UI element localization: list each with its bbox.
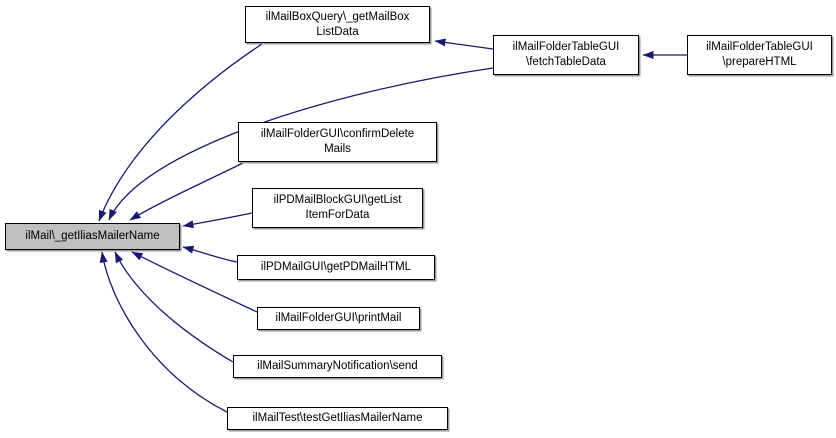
edge-send-to-getiliasmailername <box>114 251 234 363</box>
edge-confirmdeletemails-to-getiliasmailername <box>129 162 244 221</box>
node-label: \prepareHTML <box>722 56 797 68</box>
edge-getpdmailhtml-to-getiliasmailername <box>182 245 238 263</box>
node-ilmailsummarynotification-send[interactable]: ilMailSummaryNotification\send <box>233 355 442 378</box>
edge-getmailboxlistdata-to-getiliasmailername <box>98 43 263 222</box>
node-label: ilMailFolderTableGUI <box>706 41 813 53</box>
edge-fetchtabledata-to-getmailboxlistdata <box>434 38 494 50</box>
node-label: ilMailSummaryNotification\send <box>257 360 418 372</box>
edge-testgetiliasmailername-to-getiliasmailername <box>99 251 228 413</box>
node-label: ilMail\_getIliasMailerName <box>25 230 160 242</box>
node-ilpdmailgui-getpdmailhtml[interactable]: ilPDMailGUI\getPDMailHTML <box>237 255 435 280</box>
node-label: ilPDMailBlockGUI\getList <box>273 194 402 206</box>
node-ilmailfoldergui-confirmdeletemails[interactable]: ilMailFolderGUI\confirmDelete Mails <box>238 122 437 162</box>
node-label: Mails <box>324 143 351 155</box>
node-label: ItemForData <box>305 209 370 221</box>
node-ilmailfoldergui-printmail[interactable]: ilMailFolderGUI\printMail <box>257 307 420 330</box>
node-label: ilMailTest\testGetIliasMailerName <box>252 412 423 424</box>
edge-getlistitemfordata-to-getiliasmailername <box>182 212 253 229</box>
node-label: ilPDMailGUI\getPDMailHTML <box>260 261 412 273</box>
node-label: \fetchTableData <box>526 56 606 68</box>
node-label: ilMailFolderTableGUI <box>512 41 620 53</box>
node-label: ilMailBoxQuery\_getMailBox <box>265 10 410 23</box>
node-label: ilMailFolderGUI\printMail <box>275 312 402 324</box>
node-ilmail-getiliasmailername: ilMail\_getIliasMailerName <box>5 223 180 250</box>
node-ilmailboxquery-getmailboxlistdata[interactable]: ilMailBoxQuery\_getMailBox ListData <box>245 6 430 43</box>
node-ilmailtest-testgetiliasmailername[interactable]: ilMailTest\testGetIliasMailerName <box>227 407 448 430</box>
node-ilmailfoldertablegui-fetchtabledata[interactable]: ilMailFolderTableGUI \fetchTableData <box>493 35 639 75</box>
edge-printmail-to-getiliasmailername <box>131 251 258 313</box>
node-ilmailfoldertablegui-preparehtml[interactable]: ilMailFolderTableGUI \prepareHTML <box>687 35 832 75</box>
node-ilpdmailblockgui-getlistitemfordata[interactable]: ilPDMailBlockGUI\getList ItemForData <box>252 188 423 228</box>
node-label: ilMailFolderGUI\confirmDelete <box>260 128 415 140</box>
node-label: ListData <box>316 25 359 38</box>
